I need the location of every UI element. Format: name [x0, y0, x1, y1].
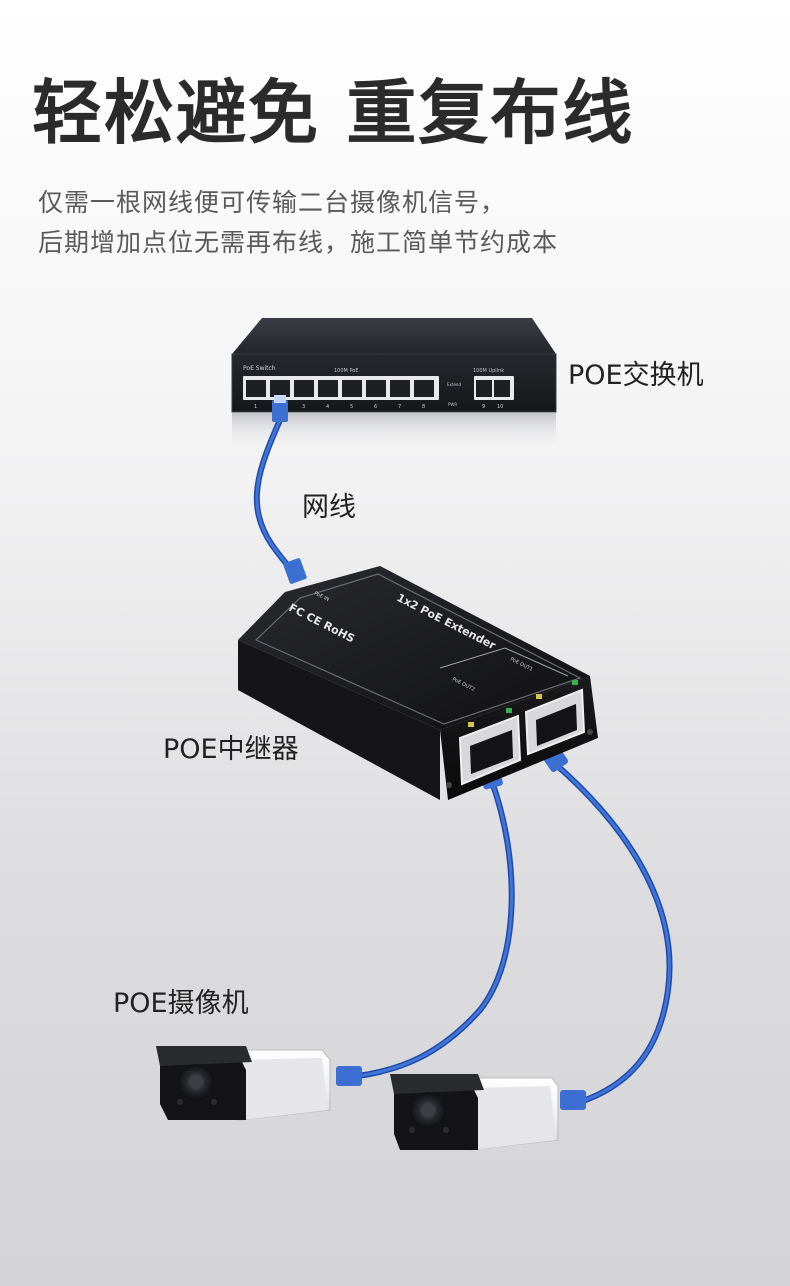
label-poe-extender: POE中继器 [163, 734, 299, 765]
switch-port-6 [366, 380, 386, 397]
switch-name-label: PoE Switch [243, 365, 276, 372]
poe-camera-1 [156, 1046, 331, 1121]
switch-port-9 [476, 380, 492, 397]
switch-port-4 [318, 380, 338, 397]
switch-port-number: 8 [422, 404, 425, 410]
description-line-1: 仅需一根网线便可传输二台摄像机信号， [38, 188, 507, 217]
switch-port-number: 1 [254, 404, 257, 410]
network-cables [253, 417, 673, 1105]
poe-switch: PoE Switch 100M PoE 100M Uplink Extend P… [231, 318, 557, 452]
switch-port-2 [270, 380, 290, 397]
switch-pwr-label: PWR [448, 402, 457, 407]
switch-port-number: 4 [326, 404, 329, 410]
cable-extender-to-camera-2 [550, 759, 673, 1105]
switch-port-number: 7 [398, 404, 401, 410]
switch-port-7 [390, 380, 410, 397]
description-line-2: 后期增加点位无需再布线，施工简单节约成本 [38, 228, 559, 257]
switch-port-3 [294, 380, 314, 397]
label-network-cable: 网线 [302, 492, 356, 523]
switch-uplink-group-label: 100M Uplink [473, 368, 504, 374]
headline: 轻松避免 重复布线 [32, 72, 635, 154]
switch-port-5 [342, 380, 362, 397]
poe-extender: 1x2 PoE Extender FC CE RoHS PoE IN PoE O… [238, 566, 598, 800]
switch-port-group [246, 380, 510, 397]
switch-port-1 [246, 380, 266, 397]
switch-port-number: 5 [350, 404, 353, 410]
switch-extend-label: Extend [447, 382, 461, 387]
cable-extender-to-camera-1 [355, 779, 515, 1079]
label-poe-switch: POE交换机 [568, 360, 704, 391]
switch-port-number: 6 [374, 404, 377, 410]
label-poe-camera: POE摄像机 [113, 988, 249, 1019]
poe-camera-2 [390, 1074, 559, 1151]
switch-port-10 [494, 380, 510, 397]
switch-port-8 [414, 380, 434, 397]
switch-port-number: 9 [482, 404, 485, 410]
switch-port-number: 10 [497, 404, 503, 410]
switch-poe-group-label: 100M PoE [334, 368, 359, 374]
switch-port-number: 3 [302, 404, 305, 410]
